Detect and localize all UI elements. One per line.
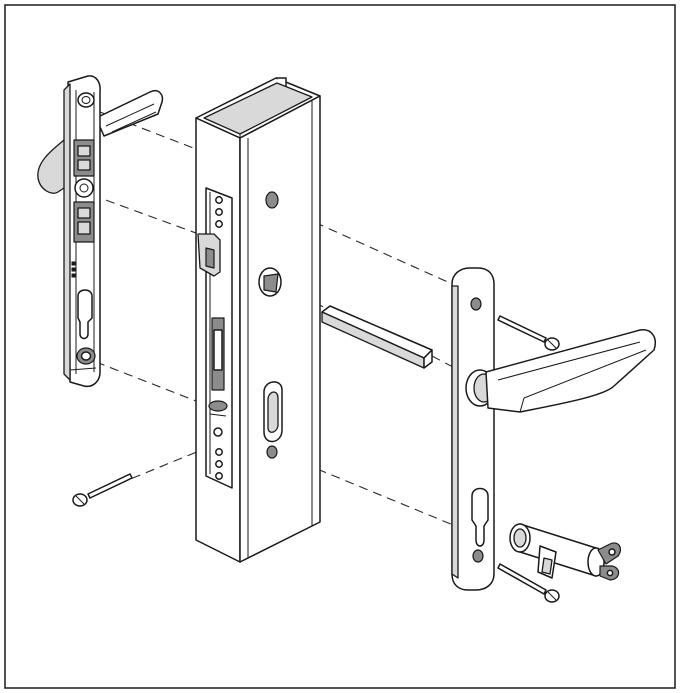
inner-backplate — [37, 75, 164, 388]
outer-handle — [451, 267, 656, 591]
diagram-frame — [4, 4, 676, 689]
inner-handle-lever — [37, 90, 164, 194]
screw-bottom — [497, 563, 560, 603]
euro-cylinder — [509, 523, 622, 581]
screw-left — [72, 473, 133, 507]
spindle — [321, 305, 433, 369]
lock-case — [195, 77, 321, 563]
screw-top — [497, 315, 560, 351]
